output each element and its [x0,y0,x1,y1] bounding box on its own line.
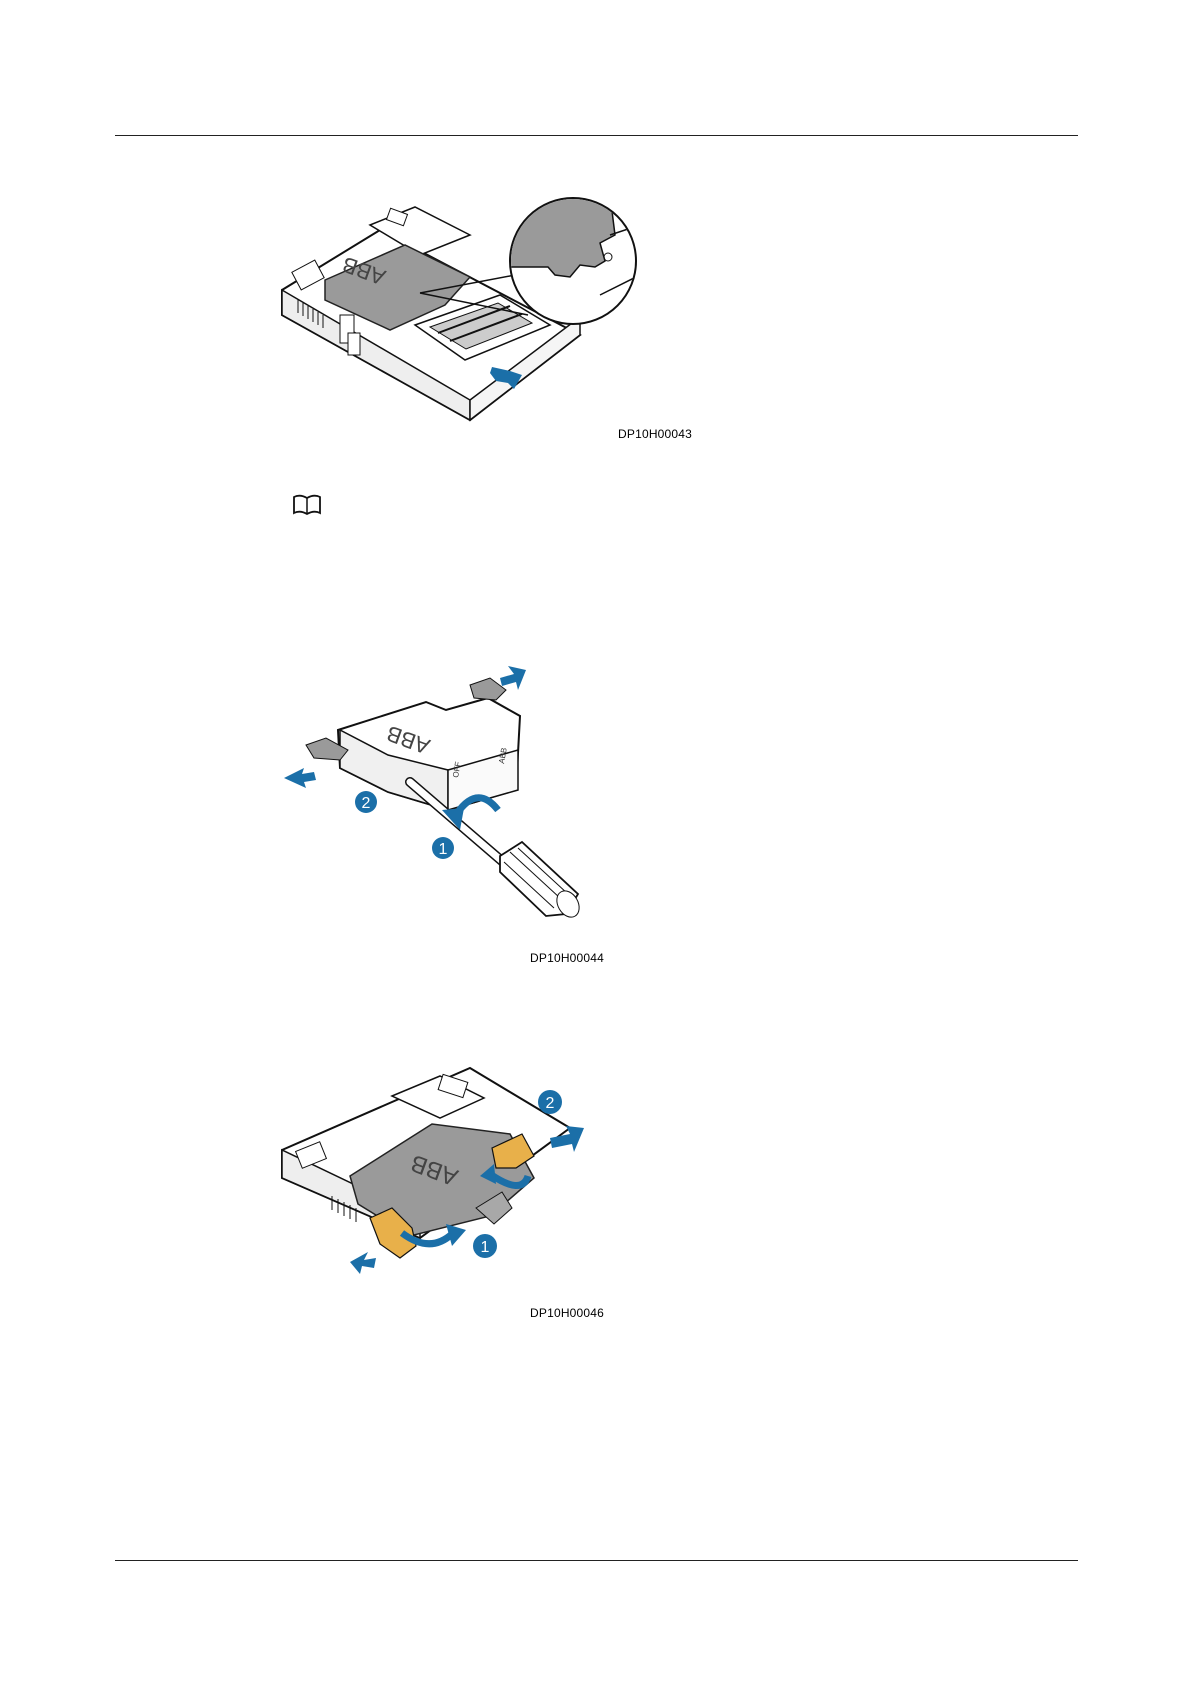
breaker-removal-illustration: ABB [270,205,690,425]
figure-screwdriver-release: ABB OFF ABB 2 1 DP10H00044 [278,660,618,940]
callout-2: 2 [546,1095,555,1112]
figure-code: DP10H00044 [530,951,604,965]
figure-breaker-removal: ABB DP10H00043 [270,205,690,425]
figure-code: DP10H00046 [530,1306,604,1320]
figure-code: DP10H00043 [618,427,692,441]
footer-rule [115,1560,1078,1561]
callout-2: 2 [362,795,371,812]
header-rule [115,135,1078,136]
callout-1: 1 [481,1239,490,1256]
callout-1: 1 [439,841,448,858]
screwdriver-release-illustration: ABB OFF ABB 2 1 [278,660,618,940]
breaker-install-illustration: ABB 1 2 [280,1068,620,1308]
figure-breaker-install: ABB 1 2 DP10H00046 [280,1068,620,1308]
book-note-icon [291,494,323,516]
